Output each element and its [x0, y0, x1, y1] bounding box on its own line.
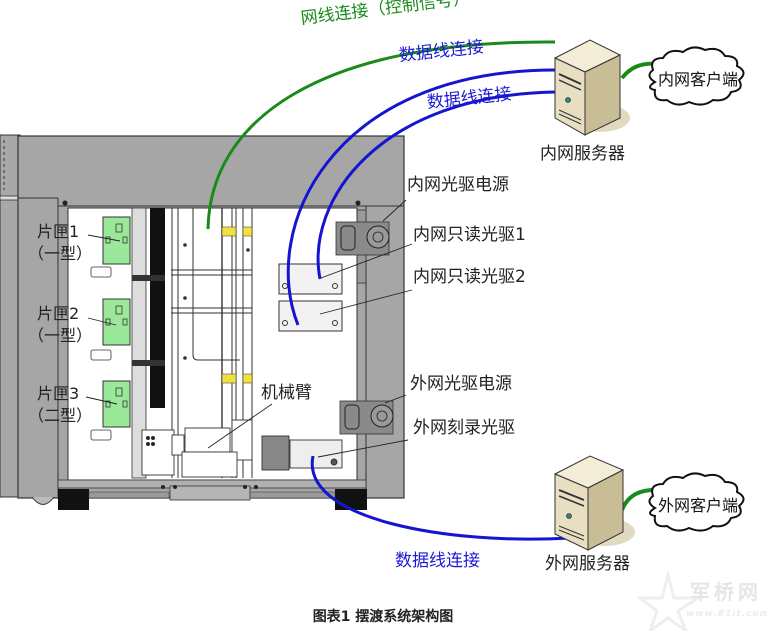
- outer-drive-power-label: 外网光驱电源: [410, 374, 512, 394]
- magazine-2-label: 片匣2: [37, 304, 80, 323]
- inner-server-icon: [553, 39, 630, 136]
- outer-client-label: 外网客户端: [658, 496, 739, 515]
- data-link-label-outer: 数据线连接: [395, 551, 480, 571]
- data-cable-inner-2: [316, 90, 556, 280]
- outer-client-cloud: [648, 472, 745, 532]
- yellow-tape: [242, 373, 253, 384]
- inner-readonly-drive-2-label: 内网只读光驱2: [413, 267, 526, 287]
- inner-readonly-drive-2: [278, 300, 343, 332]
- yellow-tape: [221, 226, 237, 237]
- watermark-url: www.81it.com: [686, 609, 767, 619]
- cabinet-side-panel: [0, 134, 21, 498]
- magazine-3-label: 片匣3: [37, 384, 80, 403]
- cabinet: [0, 134, 405, 510]
- robot-arm-label: 机械臂: [261, 383, 312, 403]
- inner-drive-power-label: 内网光驱电源: [407, 175, 509, 195]
- outer-server-label: 外网服务器: [545, 554, 630, 574]
- inner-client-cloud: [648, 46, 745, 106]
- outer-burner-drive-label: 外网刻录光驱: [413, 418, 515, 438]
- caster-wheel: [31, 496, 55, 505]
- outer-server-icon: [553, 455, 635, 551]
- yellow-tape: [242, 226, 253, 237]
- inner-client-label: 内网客户端: [658, 70, 739, 89]
- data-cable-inner-1: [286, 68, 556, 326]
- magazine-board-2: [102, 298, 131, 346]
- cabinet-foot-left: [58, 489, 89, 510]
- cabinet-foot-right: [335, 489, 367, 510]
- watermark-star-icon: [635, 569, 704, 631]
- inner-server-label: 内网服务器: [540, 144, 625, 164]
- leader-lines: [85, 199, 413, 458]
- figure-caption: 图表1 摆渡系统架构图: [312, 609, 454, 625]
- data-cable-outer: [310, 455, 571, 541]
- network-cable-control: [206, 40, 556, 230]
- yellow-tape: [221, 373, 237, 384]
- robot-arm-assembly: [141, 419, 343, 478]
- magazine-1-type: （一型）: [28, 244, 93, 263]
- watermark-brand: 军桥网: [690, 580, 762, 604]
- inner-drive-power-unit: [335, 221, 390, 256]
- inner-readonly-drive-1-label: 内网只读光驱1: [413, 225, 526, 245]
- outer-drive-power-unit: [339, 400, 394, 435]
- magazine-1-label: 片匣1: [37, 222, 80, 241]
- magazine-2-type: （一型）: [28, 326, 93, 345]
- magazine-3-type: （二型）: [28, 406, 93, 425]
